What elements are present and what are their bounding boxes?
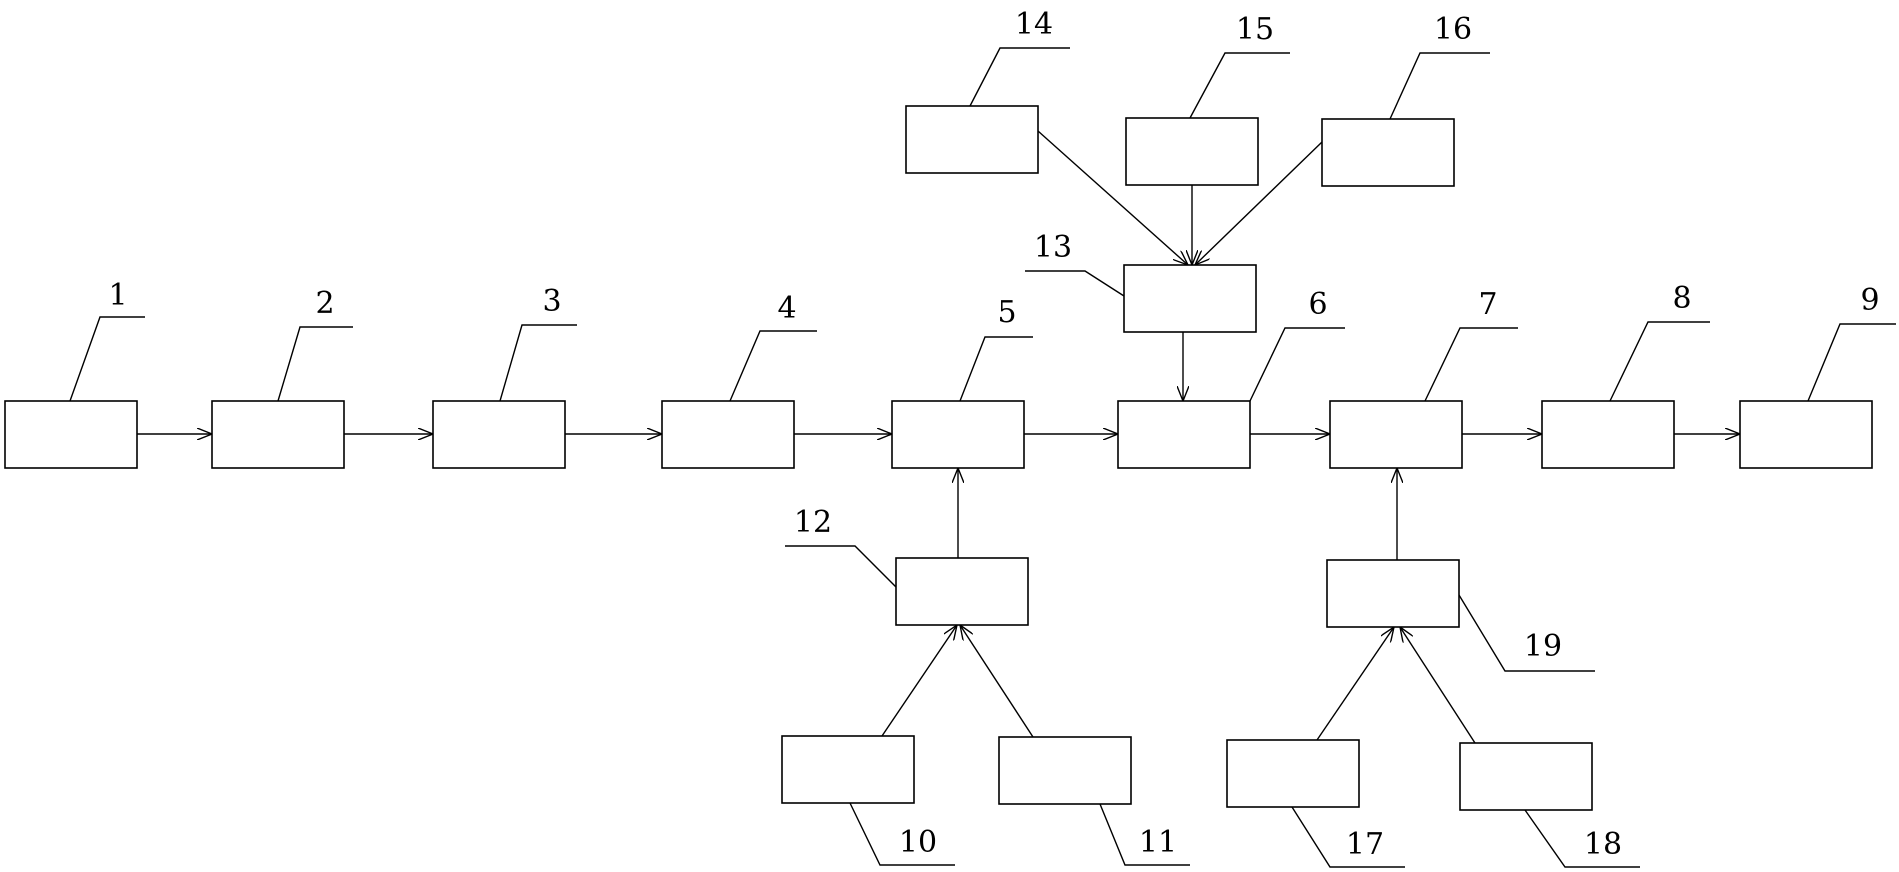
block-1 (4, 400, 138, 469)
block-label-9: 9 (1860, 283, 1879, 318)
block-label-4: 4 (777, 291, 796, 326)
block-label-8: 8 (1672, 281, 1691, 316)
leader-line-6 (1249, 327, 1345, 402)
leader-line-5 (959, 336, 1033, 402)
leader-line-7 (1424, 327, 1518, 402)
block-18 (1459, 742, 1593, 811)
arrow-b11-to-b12 (960, 625, 1034, 738)
block-14 (905, 105, 1039, 174)
leader-line-18 (1524, 809, 1640, 868)
block-5 (891, 400, 1025, 469)
block-11 (998, 736, 1132, 805)
block-8 (1541, 400, 1675, 469)
leader-line-4 (729, 330, 817, 402)
leader-line-14 (969, 47, 1070, 107)
block-12 (895, 557, 1029, 626)
arrow-b18-to-b19 (1400, 627, 1476, 744)
block-17 (1226, 739, 1360, 808)
block-label-17: 17 (1346, 827, 1384, 862)
leader-line-2 (277, 326, 353, 402)
block-2 (211, 400, 345, 469)
leader-line-10 (849, 802, 955, 866)
leader-line-8 (1609, 321, 1710, 402)
arrow-b10-to-b12 (881, 625, 957, 737)
leader-line-3 (499, 324, 577, 402)
block-label-3: 3 (542, 284, 561, 319)
leader-line-layer (69, 47, 1896, 868)
block-label-19: 19 (1524, 629, 1562, 664)
block-19 (1326, 559, 1460, 628)
leader-line-17 (1291, 806, 1405, 868)
block-label-16: 16 (1434, 12, 1472, 47)
block-label-15: 15 (1236, 12, 1274, 47)
block-13 (1123, 264, 1257, 333)
block-label-5: 5 (997, 295, 1016, 330)
block-label-1: 1 (108, 278, 127, 313)
leader-line-12 (785, 545, 897, 588)
arrow-b17-to-b19 (1316, 627, 1394, 741)
block-10 (781, 735, 915, 804)
block-label-18: 18 (1584, 827, 1622, 862)
block-9 (1739, 400, 1873, 469)
block-label-12: 12 (794, 505, 832, 540)
arrow-b14-to-b13 (1037, 130, 1188, 265)
connection-layer (137, 130, 1740, 744)
block-label-10: 10 (899, 825, 937, 860)
block-label-14: 14 (1015, 7, 1053, 42)
leader-line-11 (1099, 803, 1190, 866)
leader-line-16 (1389, 52, 1490, 120)
block-3 (432, 400, 566, 469)
block-label-6: 6 (1308, 287, 1327, 322)
leader-line-15 (1189, 52, 1290, 119)
block-label-13: 13 (1034, 230, 1072, 265)
block-label-2: 2 (315, 286, 334, 321)
block-6 (1117, 400, 1251, 469)
block-7 (1329, 400, 1463, 469)
block-4 (661, 400, 795, 469)
leader-line-9 (1807, 323, 1896, 402)
block-label-11: 11 (1139, 825, 1177, 860)
block-layer (4, 105, 1873, 811)
leader-line-13 (1025, 270, 1125, 297)
arrow-b16-to-b13 (1195, 141, 1323, 265)
leader-line-1 (69, 316, 145, 402)
block-16 (1321, 118, 1455, 187)
leader-line-19 (1458, 594, 1595, 672)
block-label-7: 7 (1478, 287, 1497, 322)
block-15 (1125, 117, 1259, 186)
